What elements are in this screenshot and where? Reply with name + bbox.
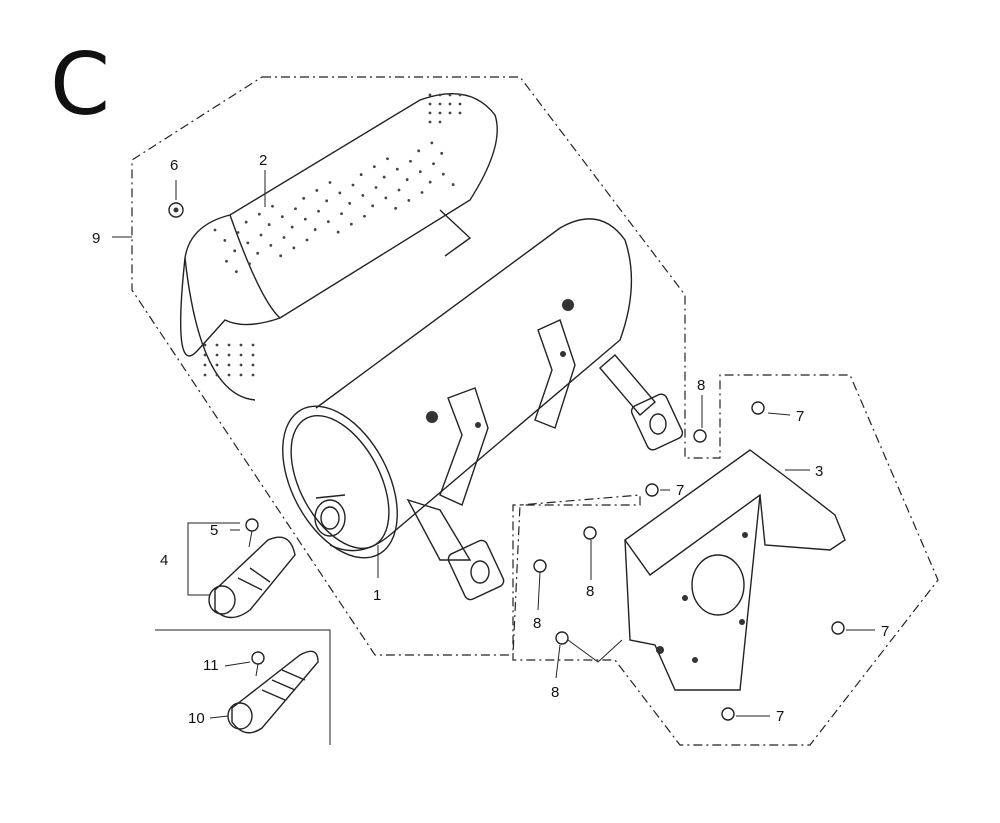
callout-8-bottom: 8 (551, 684, 559, 701)
alt-part-boundary (155, 629, 331, 745)
muffler-body (282, 218, 684, 601)
muffler-protector (179, 93, 498, 401)
callout-8-top: 8 (697, 377, 705, 394)
callout-7-bottom: 7 (776, 708, 784, 725)
callout-5: 5 (210, 522, 218, 539)
fastener-screw-5 (245, 518, 259, 548)
callout-11: 11 (203, 657, 219, 674)
callout-1: 1 (373, 587, 381, 604)
callout-10: 10 (188, 710, 205, 727)
callout-8-left: 8 (533, 615, 541, 632)
callout-2: 2 (259, 152, 267, 169)
callout-4: 4 (160, 552, 168, 569)
section-letter: C (50, 35, 111, 135)
callout-8-center: 8 (586, 583, 594, 600)
leader-lines (112, 170, 875, 719)
muffler-stay (624, 449, 846, 691)
callout-7-top: 7 (796, 408, 804, 425)
fastener-bolt-7 (645, 401, 845, 721)
fastener-screw-11 (251, 651, 265, 677)
fastener-nut-6 (168, 202, 184, 218)
callout-7-right: 7 (881, 623, 889, 640)
callout-7-mid: 7 (676, 482, 684, 499)
callout-6: 6 (170, 157, 178, 174)
spark-arrester (208, 536, 296, 619)
callout-9: 9 (92, 230, 100, 247)
callout-3: 3 (815, 463, 823, 480)
assembly-boundary (131, 76, 939, 746)
fastener-bolt-8 (533, 429, 707, 645)
